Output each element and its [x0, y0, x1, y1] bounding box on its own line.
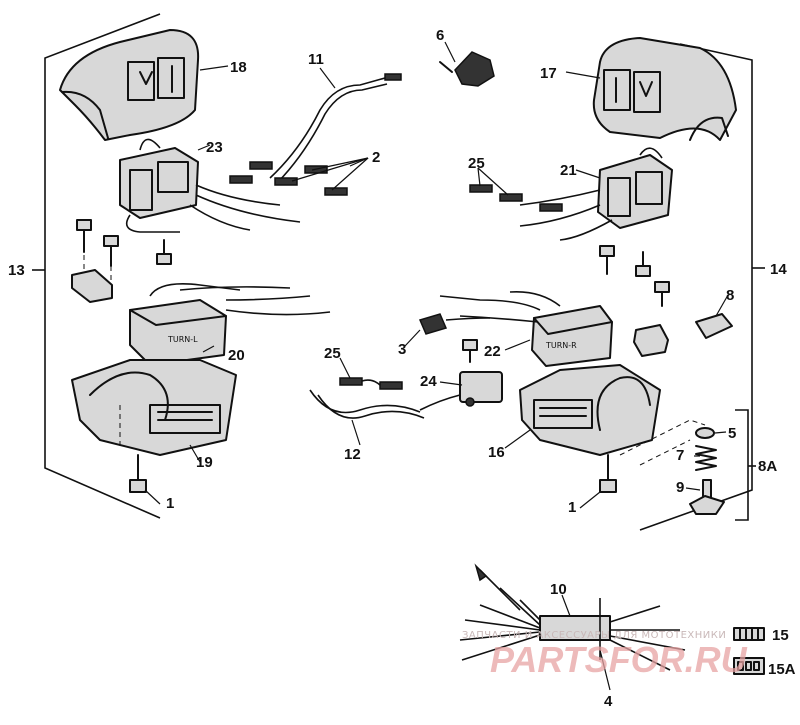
wiring-harness-part10 [459, 563, 686, 691]
callout-5: 5 [728, 425, 736, 442]
turn-left-switch: TURN-L [129, 283, 331, 366]
connector-part3 [418, 313, 491, 335]
callout-7: 7 [676, 447, 684, 464]
left-assembly-bracket [32, 13, 161, 519]
callout-11: 11 [308, 51, 324, 68]
lower-screw-right [599, 454, 617, 493]
callout-1-right: 1 [568, 499, 576, 516]
small-switch-part24 [419, 371, 503, 411]
callout-20: 20 [228, 347, 245, 364]
terminal-connectors-part2 [229, 157, 369, 196]
right-dimmer-switch [519, 147, 673, 241]
wire-part12 [309, 357, 425, 419]
callout-17: 17 [540, 65, 557, 82]
callout-23: 23 [206, 139, 223, 156]
turn-left-label: TURN-L [167, 335, 198, 344]
callout-25-top: 25 [468, 155, 485, 172]
callout-3: 3 [398, 341, 406, 358]
callout-13: 13 [8, 262, 25, 279]
right-lower-housing [519, 364, 661, 456]
callout-8a: 8A [758, 458, 777, 475]
bracket-8a [735, 409, 756, 521]
turn-right-label: TURN-R [545, 341, 577, 350]
callout-21: 21 [560, 162, 577, 179]
right-screws [462, 245, 670, 363]
callout-9: 9 [676, 479, 684, 496]
left-switch-cover [59, 29, 200, 141]
callout-18: 18 [230, 59, 247, 76]
right-switch-cover [592, 37, 737, 141]
watermark-logo: PARTSFOR.RU [490, 639, 748, 680]
callout-numbers: 18 17 11 6 23 2 25 21 13 14 8 20 22 3 25… [8, 27, 796, 710]
callout-4: 4 [604, 693, 613, 710]
small-connector-part6 [439, 51, 495, 87]
callout-22: 22 [484, 343, 501, 360]
watermark-tagline: ЗАПЧАСТИ И АКСЕССУАРЫ ДЛЯ МОТОТЕХНИКИ [462, 630, 726, 641]
watermark: ЗАПЧАСТИ И АКСЕССУАРЫ ДЛЯ МОТОТЕХНИКИ PA… [462, 630, 748, 680]
callout-12: 12 [344, 446, 361, 463]
callout-leaders [144, 41, 729, 509]
right-clip [633, 324, 669, 357]
left-dimmer-switch [119, 138, 301, 233]
callout-16: 16 [488, 444, 505, 461]
turn-right-switch: TURN-R [439, 290, 613, 367]
left-clip [71, 269, 113, 303]
callout-25-mid: 25 [324, 345, 341, 362]
washer-part5 [695, 427, 715, 439]
callout-8: 8 [726, 287, 734, 304]
terminal-connectors-part25-upper [469, 167, 563, 212]
callout-14: 14 [770, 261, 787, 278]
callout-15a: 15A [768, 661, 796, 678]
callout-24: 24 [420, 373, 437, 390]
dashed-assembly-lines-right [619, 419, 706, 466]
left-lower-housing [71, 359, 237, 456]
callout-15: 15 [772, 627, 789, 644]
plunger-part9 [689, 479, 725, 515]
connector-block-15 [733, 627, 765, 641]
callout-6: 6 [436, 27, 444, 44]
callout-2: 2 [372, 149, 380, 166]
lower-screw-left [129, 454, 147, 493]
pad-part8 [695, 313, 733, 339]
callout-1-left: 1 [166, 495, 174, 512]
spring-part7 [695, 445, 717, 471]
callout-10: 10 [550, 581, 567, 598]
callout-19: 19 [196, 454, 213, 471]
wire-part11 [269, 73, 402, 183]
connector-block-15a [733, 657, 765, 675]
